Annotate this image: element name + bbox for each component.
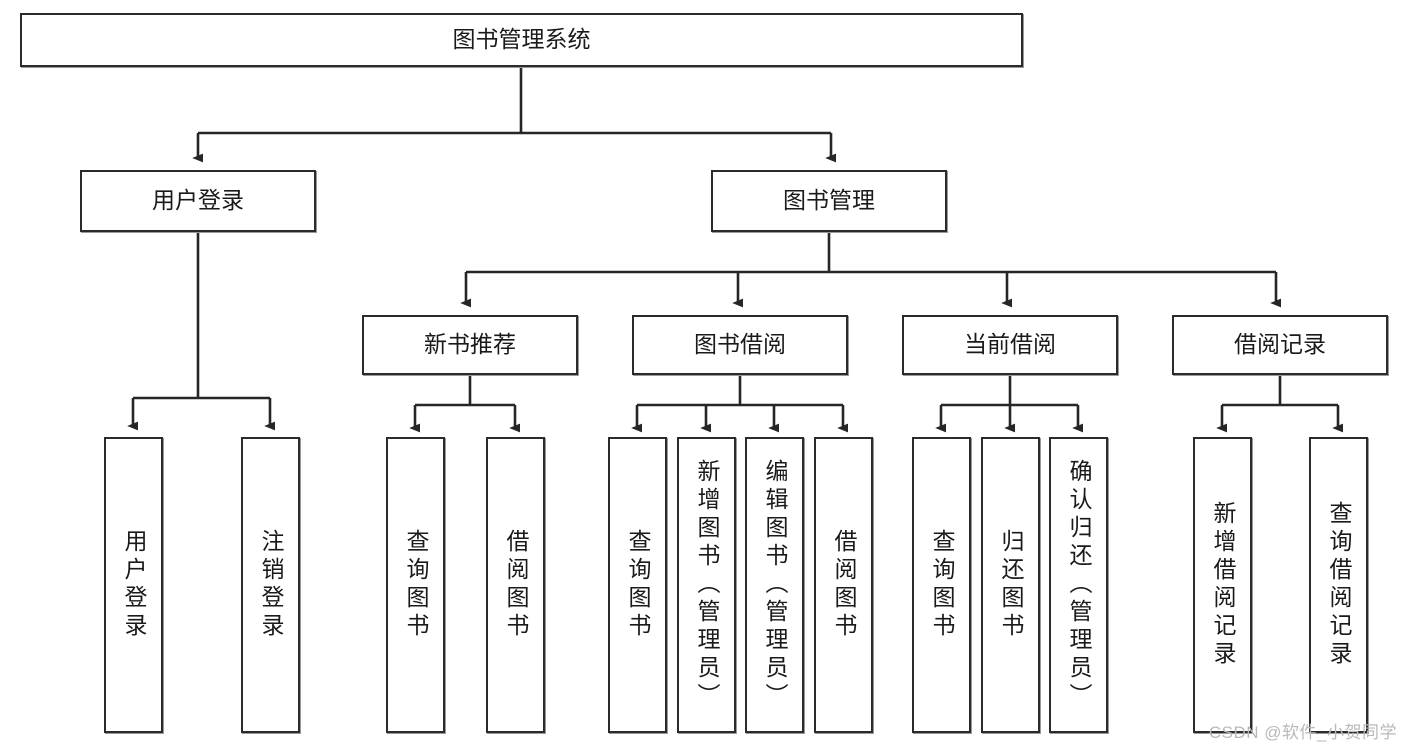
node-leaf-query-record-label: 查询借阅记录 <box>1326 501 1352 669</box>
node-leaf-return-book-label: 归还图书 <box>998 529 1024 641</box>
node-book-manage-label: 图书管理 <box>783 187 875 214</box>
node-leaf-query-book-2-label: 查询图书 <box>625 529 651 641</box>
node-current-borrow-label: 当前借阅 <box>964 331 1056 358</box>
node-leaf-logout[interactable]: 注销登录 <box>241 437 300 733</box>
node-leaf-borrow-book-1-label: 借阅图书 <box>503 529 529 641</box>
node-user-login-label: 用户登录 <box>152 187 244 214</box>
node-borrow-record[interactable]: 借阅记录 <box>1172 315 1388 375</box>
node-book-borrow[interactable]: 图书借阅 <box>632 315 848 375</box>
node-leaf-query-book-1-label: 查询图书 <box>403 529 429 641</box>
watermark: CSDN @软件_小贺同学 <box>1208 723 1397 742</box>
node-leaf-confirm-return[interactable]: 确认归还（管理员） <box>1049 437 1108 733</box>
node-leaf-logout-label: 注销登录 <box>258 529 284 641</box>
node-leaf-borrow-book-1[interactable]: 借阅图书 <box>486 437 545 733</box>
node-leaf-add-record-label: 新增借阅记录 <box>1210 501 1236 669</box>
node-leaf-query-book-3[interactable]: 查询图书 <box>912 437 971 733</box>
node-leaf-user-login-label: 用户登录 <box>121 529 147 641</box>
node-leaf-confirm-return-label: 确认归还（管理员） <box>1066 459 1092 711</box>
node-leaf-edit-book-label: 编辑图书（管理员） <box>762 459 788 711</box>
node-leaf-edit-book[interactable]: 编辑图书（管理员） <box>745 437 804 733</box>
node-book-manage[interactable]: 图书管理 <box>711 170 947 232</box>
node-leaf-query-book-1[interactable]: 查询图书 <box>386 437 445 733</box>
node-leaf-query-record[interactable]: 查询借阅记录 <box>1309 437 1368 733</box>
node-new-book-rec-label: 新书推荐 <box>424 331 516 358</box>
node-book-borrow-label: 图书借阅 <box>694 331 786 358</box>
node-leaf-add-book[interactable]: 新增图书（管理员） <box>677 437 736 733</box>
node-leaf-query-book-3-label: 查询图书 <box>929 529 955 641</box>
node-leaf-add-record[interactable]: 新增借阅记录 <box>1193 437 1252 733</box>
node-leaf-query-book-2[interactable]: 查询图书 <box>608 437 667 733</box>
node-leaf-borrow-book-2-label: 借阅图书 <box>831 529 857 641</box>
node-leaf-return-book[interactable]: 归还图书 <box>981 437 1040 733</box>
node-leaf-borrow-book-2[interactable]: 借阅图书 <box>814 437 873 733</box>
node-root-label: 图书管理系统 <box>452 26 591 53</box>
node-leaf-user-login[interactable]: 用户登录 <box>104 437 163 733</box>
node-user-login[interactable]: 用户登录 <box>80 170 316 232</box>
node-current-borrow[interactable]: 当前借阅 <box>902 315 1118 375</box>
node-root[interactable]: 图书管理系统 <box>20 13 1023 67</box>
node-borrow-record-label: 借阅记录 <box>1234 331 1326 358</box>
node-leaf-add-book-label: 新增图书（管理员） <box>694 459 720 711</box>
node-new-book-rec[interactable]: 新书推荐 <box>362 315 578 375</box>
